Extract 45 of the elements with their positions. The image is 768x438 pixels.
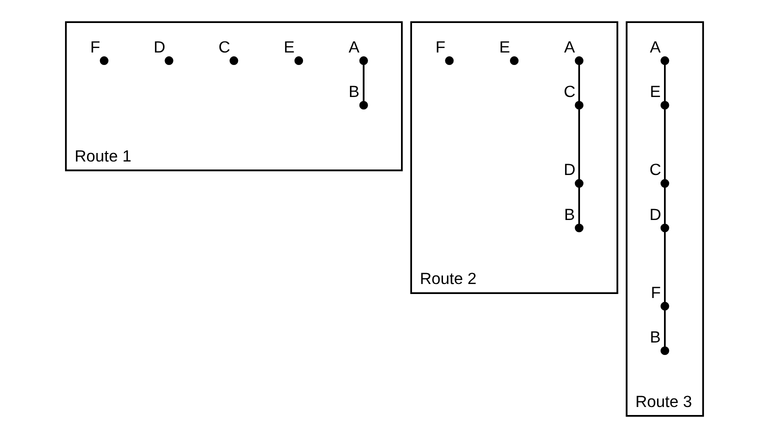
node-circle [358,56,368,65]
node-circle [444,56,454,65]
connector [664,232,666,302]
node-label: C [563,83,575,102]
node-circle [660,100,669,110]
node-label: E [649,83,660,102]
connector [664,64,666,102]
node-circle [509,56,518,65]
node-label: B [564,206,574,224]
node-circle [358,100,368,110]
node-label: A [649,38,660,56]
connector [578,187,580,224]
node-circle [660,56,669,65]
node-circle [574,224,583,232]
node-circle [660,179,669,188]
node-label: D [563,161,575,180]
connector [362,64,364,102]
node-label: A [348,38,360,56]
node-label: F [90,38,100,56]
connector [578,64,580,102]
node-label: E [498,38,510,56]
node-label: E [283,38,294,56]
node-label: F [434,38,445,56]
node-circle [660,224,669,232]
node-label: B [348,83,360,102]
connector [664,187,666,224]
node-circle [660,346,669,356]
node-circle [164,56,173,65]
node-circle [574,179,583,188]
node-label: D [648,206,661,224]
node-circle [574,100,583,110]
node-circle [574,56,583,65]
node-label: F [650,284,660,302]
node-label: B [649,328,660,347]
node-circle [294,56,303,65]
connector [578,109,580,180]
connector [664,310,666,347]
node-label: C [218,38,230,56]
node-label: D [153,38,165,56]
node-circle [99,56,108,65]
node-label: C [648,161,661,180]
node-circle [660,302,669,310]
node-circle [229,56,238,65]
node-label: A [564,38,574,56]
connector [664,109,666,180]
